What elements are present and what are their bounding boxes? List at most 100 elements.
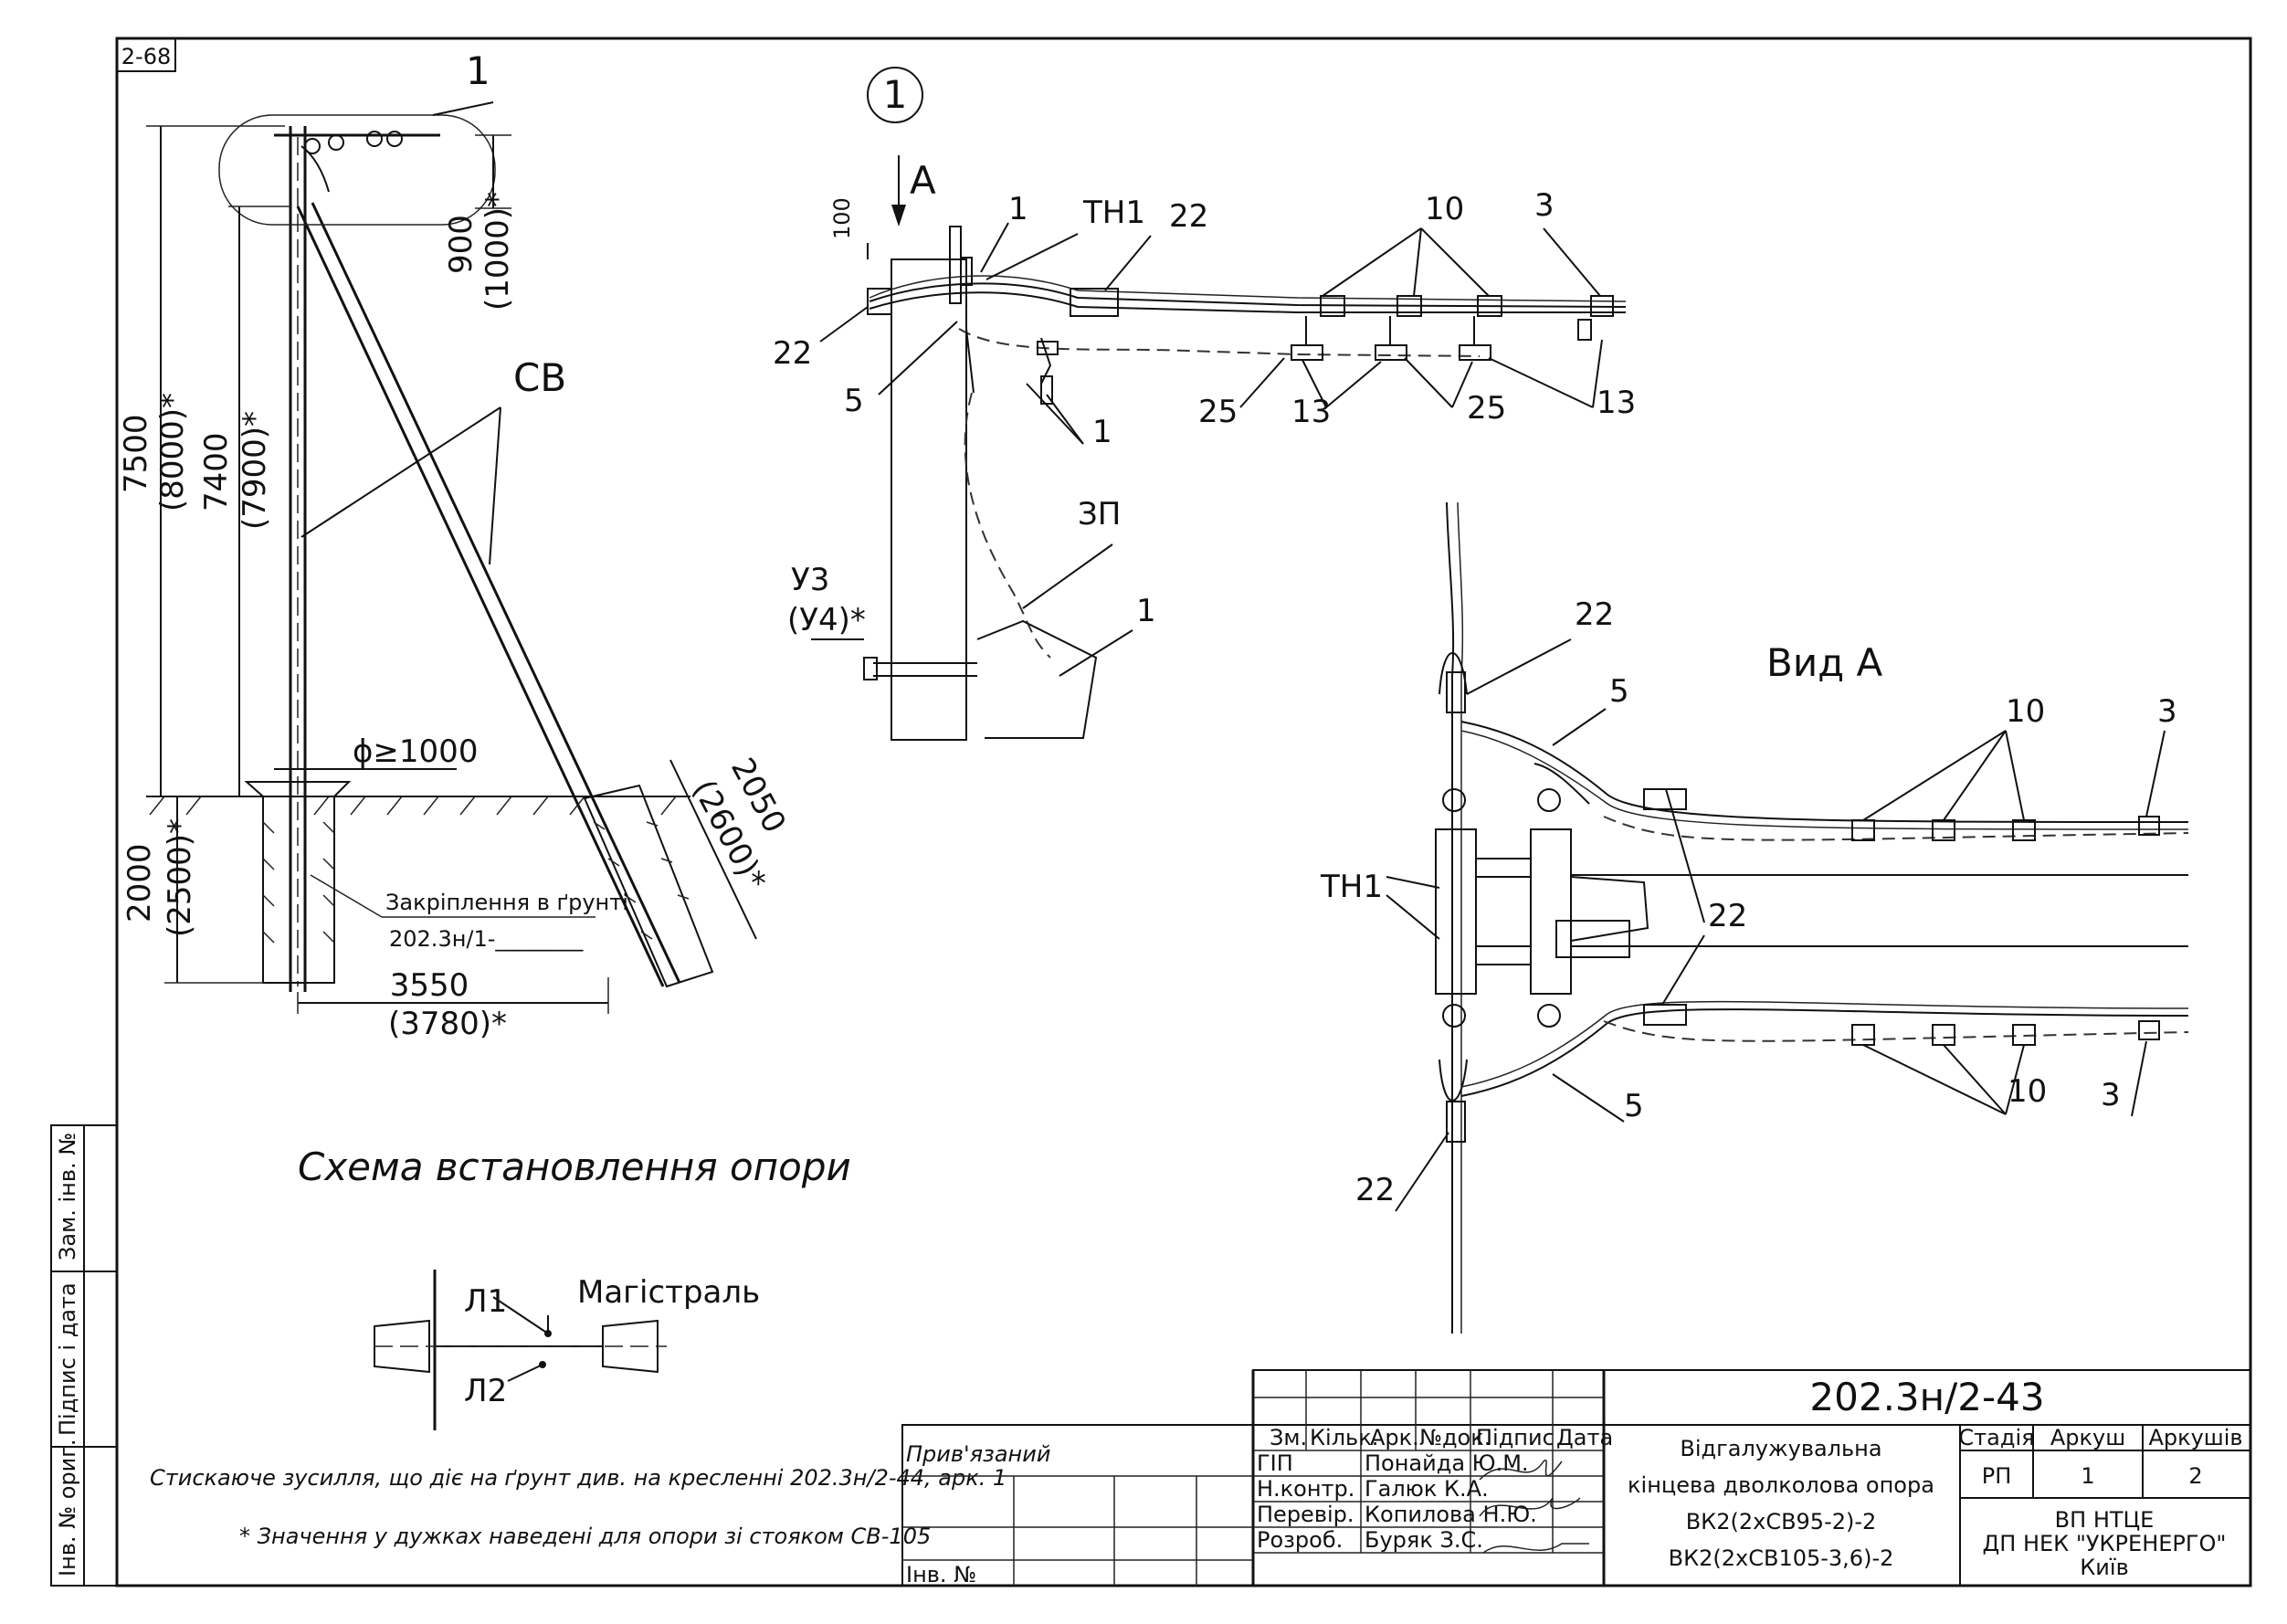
va-callout-3b: 3: [2101, 1077, 2121, 1113]
tb-pryviazanyi: Прив'язаний: [906, 1441, 1050, 1467]
title-block: Зм. Кільк. Арк. №док. Підпис Дата ГІП Н.…: [901, 1369, 2251, 1587]
tb-sheet-hdr: Аркуш: [2050, 1425, 2125, 1450]
va-callout-22b: 22: [1708, 898, 1747, 934]
tb-sheets-hdr: Аркушів: [2148, 1425, 2242, 1450]
d1-callout-22b: 22: [773, 335, 812, 372]
scheme-caption: Схема встановлення опори: [298, 1144, 851, 1189]
crossarm-plate-right: [1530, 828, 1572, 995]
dim-2000: 2000: [121, 843, 158, 923]
va-callout-10b: 10: [2008, 1073, 2047, 1110]
pole-installation-scheme: 1 900 (1000)* 7500 (8000)* 7400 (7900)* …: [118, 48, 851, 1189]
view-a-title: Вид А: [1766, 640, 1882, 685]
scheme-l1: Л1: [464, 1283, 507, 1320]
tb-org-2: ДП НЕК "УКРЕНЕРГО": [1983, 1531, 2227, 1556]
tb-name-2: Галюк К.А.: [1365, 1476, 1489, 1502]
crossarm-plate-left: [1435, 828, 1477, 995]
dim-900: 900: [443, 215, 480, 274]
signature-1: [1479, 1459, 1563, 1481]
branch-scheme: Л1 Л2 Магістраль: [374, 1270, 760, 1430]
dim-100: 100: [829, 197, 855, 239]
foundation-pit-vertical: [262, 796, 335, 984]
anchor-ref: 202.3н/1-________: [389, 926, 584, 952]
scheme-l2: Л2: [464, 1373, 507, 1409]
sheet-frame: 2-68: [115, 37, 2252, 1587]
tb-name-1: Понайда Ю.М.: [1365, 1450, 1529, 1476]
va-callout-22: 22: [1575, 596, 1614, 633]
tb-name-4: Буряк З.С.: [1365, 1527, 1483, 1553]
tb-title-3: ВК2(2хСВ95-2)-2: [1686, 1509, 1877, 1534]
lower-branch-conductor: [1460, 1008, 2189, 1097]
side-stamp-zam: Зам. інв. №: [55, 1133, 80, 1260]
dim-phi: ϕ≥1000: [353, 733, 478, 770]
dim-7400: 7400: [198, 432, 235, 511]
side-stamp-pidpys: Підпис і дата: [55, 1282, 80, 1436]
sheet-code: 2-68: [121, 44, 171, 69]
bottom-bracket: [976, 619, 1098, 739]
ground-wire: [964, 392, 1051, 659]
dim-3550: 3550: [390, 967, 469, 1004]
dim-3780: (3780)*: [388, 1006, 507, 1042]
detail-pole: [891, 258, 967, 741]
tb-hdr-data: Дата: [1556, 1425, 1613, 1450]
dim-2500: (2500)*: [162, 818, 198, 937]
tb-sheets: 2: [2188, 1463, 2202, 1489]
tb-name-3: Копилова Н.Ю.: [1365, 1502, 1537, 1527]
d1-callout-3: 3: [1534, 187, 1555, 224]
detail-1-circle: [867, 67, 923, 123]
tb-title-1: Відгалужувальна: [1680, 1436, 1881, 1461]
strut-pole: [296, 206, 665, 987]
tb-doc-number: 202.3н/2-43: [1809, 1375, 2044, 1419]
tb-stage: РП: [1982, 1463, 2012, 1489]
va-callout-3: 3: [2157, 693, 2177, 730]
scheme-callout-1: 1: [466, 48, 490, 93]
va-callout-5b: 5: [1624, 1088, 1644, 1124]
d1-callout-tn1: ТН1: [1082, 195, 1145, 231]
label-u3: У3: [791, 562, 829, 598]
tb-sheet: 1: [2081, 1463, 2094, 1489]
main-conductor: [869, 282, 1627, 308]
tb-role-rozrob: Розроб.: [1257, 1527, 1343, 1553]
tb-stage-hdr: Стадія: [1958, 1425, 2034, 1450]
tb-org-3: Київ: [2080, 1555, 2128, 1580]
d1-callout-zp: ЗП: [1078, 496, 1121, 533]
tb-hdr-kilk: Кільк.: [1310, 1425, 1378, 1450]
scheme-main: Магістраль: [577, 1274, 760, 1311]
dim-7900: (7900)*: [237, 411, 273, 530]
tb-hdr-ndok: №док.: [1419, 1425, 1491, 1450]
foundation-pit-strut: [583, 784, 714, 988]
dim-7500: 7500: [118, 414, 154, 493]
d1-callout-1: 1: [1008, 191, 1028, 227]
vertical-conductor: [1446, 501, 1455, 1334]
va-callout-tn1: ТН1: [1320, 869, 1383, 905]
d1-callout-25b: 25: [1467, 390, 1506, 427]
detail-1-number: 1: [883, 72, 908, 117]
tb-role-nkontr: Н.контр.: [1257, 1476, 1354, 1502]
d1-callout-13b: 13: [1597, 385, 1636, 421]
label-sv: СВ: [513, 355, 566, 400]
d1-callout-13: 13: [1291, 394, 1331, 430]
va-callout-5: 5: [1609, 673, 1629, 710]
view-a: Вид А: [1320, 501, 2189, 1334]
tb-role-gip: ГІП: [1257, 1450, 1293, 1476]
dashed-conductor: [958, 328, 1481, 357]
signature-2: [1479, 1497, 1581, 1517]
side-stamp-inv: Інв. № ориг.: [55, 1439, 80, 1577]
tb-title-4: ВК2(2хСВ105-3,6)-2: [1669, 1545, 1894, 1571]
d1-callout-25: 25: [1198, 394, 1238, 430]
signature-3: [1482, 1543, 1589, 1554]
d1-callout-1c: 1: [1136, 593, 1156, 629]
note-1: Стискаюче зусилля, що діє на ґрунт див. …: [150, 1465, 1006, 1491]
tb-hdr-pidpys: Підпис: [1476, 1425, 1555, 1450]
tb-org-1: ВП НТЦЕ: [2055, 1507, 2155, 1533]
va-callout-22c: 22: [1355, 1172, 1395, 1208]
d1-callout-22: 22: [1169, 198, 1208, 235]
tb-hdr-ark: Арк.: [1370, 1425, 1419, 1450]
detail-1: 1 А 100: [773, 67, 1636, 741]
tb-role-perevir: Перевір.: [1257, 1502, 1354, 1527]
tb-hdr-zm: Зм.: [1270, 1425, 1307, 1450]
detail-highlight: [218, 114, 496, 226]
d1-callout-5: 5: [844, 383, 864, 419]
note-2: * Значення у дужках наведені для опори з…: [239, 1524, 931, 1549]
view-arrow-a: А: [910, 158, 936, 203]
